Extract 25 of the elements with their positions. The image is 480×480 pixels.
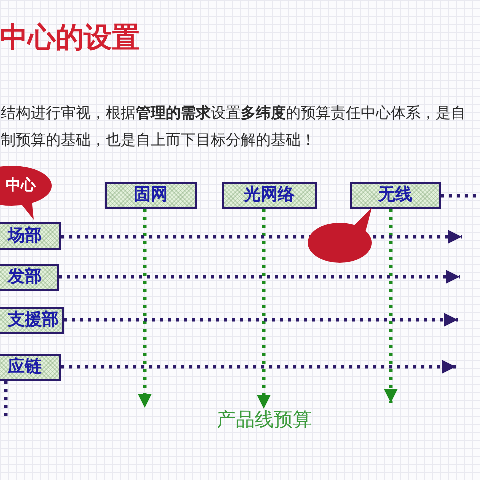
- column-label: 固网: [134, 186, 168, 205]
- dotted-arrow: [138, 209, 152, 408]
- row-header-box: [0, 354, 61, 381]
- dotted-arrow: [384, 209, 398, 403]
- slide-title: 中心的设置: [0, 22, 140, 54]
- body-paragraph: 结构进行审视，根据管理的需求设置多纬度的预算责任中心体系，是自制预算的基础，也是自上而下目标分解的基础！: [1, 103, 467, 151]
- dotted-line: [4, 381, 8, 418]
- column-label: 光网络: [244, 186, 295, 205]
- dotted-arrow: [61, 360, 456, 374]
- column-label: 无线: [378, 186, 412, 205]
- column-header-box: [350, 182, 441, 209]
- row-label: 应链: [8, 358, 42, 377]
- row-header-box: [0, 307, 64, 334]
- row-label: 支援部: [8, 311, 59, 330]
- row-header-box: [0, 264, 59, 291]
- row-label: 发部: [8, 268, 42, 287]
- dotted-arrow: [59, 270, 460, 284]
- column-header-box: [222, 182, 317, 209]
- dotted-arrow: [257, 209, 271, 409]
- row-label: 场部: [8, 226, 42, 246]
- dotted-arrow: [64, 313, 458, 327]
- bubble-label: 中心: [6, 177, 36, 194]
- column-header-box: [105, 182, 197, 209]
- category-label: 产品线预算: [217, 409, 315, 433]
- row-header-box: [0, 222, 61, 250]
